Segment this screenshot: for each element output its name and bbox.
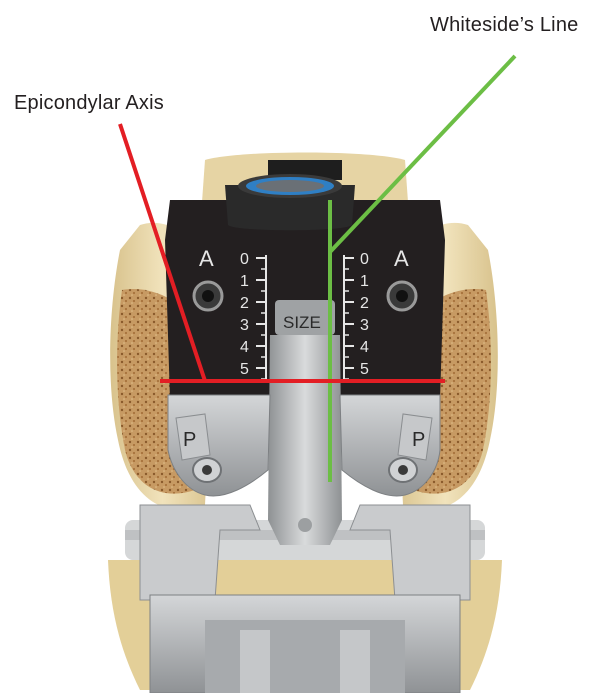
- left-a-letter: A: [199, 246, 214, 271]
- right-scale-number: 2: [360, 295, 369, 312]
- right-a-letter: A: [394, 246, 409, 271]
- right-scale-number: 5: [360, 361, 369, 378]
- right-p-letter: P: [412, 429, 425, 451]
- left-p-letter: P: [183, 429, 196, 451]
- whitesides-line-label: Whiteside’s Line: [430, 14, 578, 37]
- epicondylar-axis-label: Epicondylar Axis: [14, 92, 164, 115]
- left-scale-number: 3: [240, 317, 249, 334]
- right-scale-number: 3: [360, 317, 369, 334]
- left-scale-number: 1: [240, 273, 249, 290]
- right-scale-number: 4: [360, 339, 369, 356]
- left-scale-number: 2: [240, 295, 249, 312]
- size-label: SIZE: [283, 313, 321, 332]
- right-scale-number: 1: [360, 273, 369, 290]
- right-scale-number: 0: [360, 251, 369, 268]
- left-scale-number: 0: [240, 251, 249, 268]
- left-scale-number: 4: [240, 339, 249, 356]
- left-scale-number: 5: [240, 361, 249, 378]
